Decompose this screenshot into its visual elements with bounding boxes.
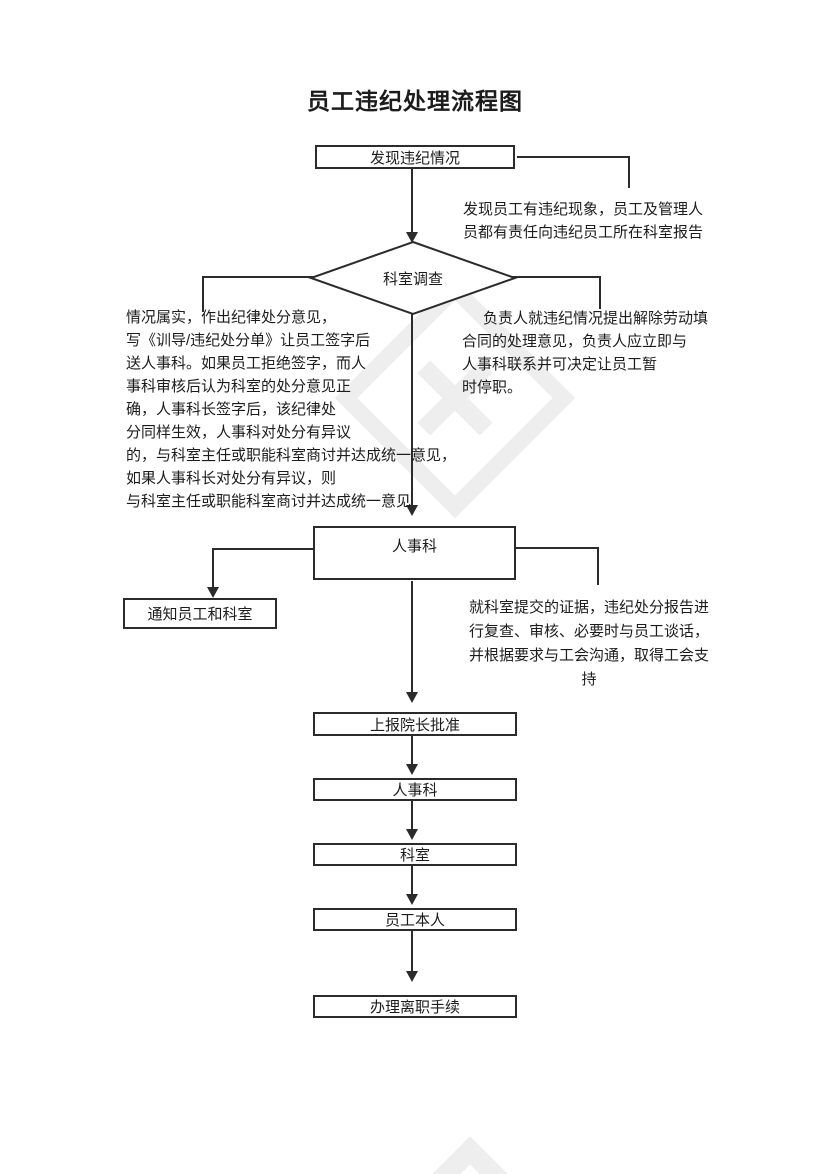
flow-arrow-line xyxy=(411,801,413,829)
flow-node-approve: 上报院长批准 xyxy=(313,712,517,736)
text-line: 写《训导/违纪处分单》让员工签字后 xyxy=(126,332,371,349)
flow-node-notify: 通知员工和科室 xyxy=(123,598,277,629)
flow-arrow-line xyxy=(411,581,413,692)
annotation-review: 就科室提交的证据，违纪处分报告进行复查、审核、必要时与员工谈话， 并根据要求与工会… xyxy=(458,596,720,692)
text-line: 员都有责任向违纪员工所在科室报告 xyxy=(463,224,704,241)
connector-line xyxy=(512,276,601,278)
arrow-down-icon xyxy=(207,587,219,598)
flow-arrow-line xyxy=(411,311,413,505)
arrow-down-icon xyxy=(406,894,418,905)
connector-line xyxy=(628,156,630,188)
flow-node-start: 发现违纪情况 xyxy=(315,145,515,169)
flow-arrow-line xyxy=(411,169,413,232)
connector-line xyxy=(516,547,599,549)
text-line: 送人事科。如果员工拒绝签字，而人 xyxy=(126,355,367,372)
text-line: 持 xyxy=(581,671,597,688)
decision-diamond xyxy=(308,240,518,316)
annotation-report: 发现员工有违纪现象，员工及管理人员都有责任向违纪员工所在科室报告 xyxy=(463,198,703,244)
flow-node-hr-second-label: 人事科 xyxy=(392,782,438,799)
flow-node-hr-main: 人事科 xyxy=(313,526,516,580)
arrow-down-icon xyxy=(406,505,418,516)
arrow-down-icon xyxy=(406,692,418,703)
text-line: 行复查、审核、必要时与员工谈话， xyxy=(468,623,709,640)
page-title: 员工违纪处理流程图 xyxy=(307,88,523,114)
flow-node-start-label: 发现违纪情况 xyxy=(369,149,460,167)
text-line: 的，与科室主任或职能科室商讨并达成统一意见， xyxy=(126,447,457,464)
flow-node-employee: 员工本人 xyxy=(313,908,517,931)
text-line: 负责人就违纪情况提出解除劳动填 xyxy=(483,310,709,327)
flow-node-employee-label: 员工本人 xyxy=(384,912,445,929)
flow-node-decision-label: 科室调查 xyxy=(382,271,443,288)
connector-line xyxy=(202,276,204,312)
arrow-down-icon xyxy=(406,764,418,775)
text-line: 事科审核后认为科室的处分意见正 xyxy=(126,378,352,395)
flow-node-resign: 办理离职手续 xyxy=(313,995,517,1018)
arrow-down-icon xyxy=(406,829,418,840)
annotation-discipline: 情况属实，作出纪律处分意见， 写《训导/违纪处分单》让员工签字后送人事科。如果员工… xyxy=(126,306,456,513)
flow-node-department-label: 科室 xyxy=(399,847,430,864)
annotation-suspend: 负责人就违纪情况提出解除劳动填合同的处理意见，负责人应立即与人事科联系并可决定让… xyxy=(462,307,708,399)
connector-line xyxy=(599,276,601,309)
arrow-down-icon xyxy=(406,971,418,982)
flow-arrow-line xyxy=(411,866,413,894)
flow-arrow-line xyxy=(212,548,214,588)
flow-arrow-line xyxy=(411,736,413,764)
connector-line xyxy=(213,548,313,550)
connector-line xyxy=(597,547,599,585)
arrow-down-icon xyxy=(406,232,418,243)
text-line: 并根据要求与工会沟通，取得工会支 xyxy=(468,647,709,664)
text-line: 如果人事科长对处分有异议，则 xyxy=(126,470,337,487)
flow-node-hr-second: 人事科 xyxy=(313,778,517,801)
text-line: 发现员工有违纪现象，员工及管理人 xyxy=(463,201,704,218)
text-line: 与科室主任或职能科室商讨并达成统一意见 xyxy=(126,493,412,510)
flow-node-resign-label: 办理离职手续 xyxy=(369,999,460,1016)
flow-node-department: 科室 xyxy=(313,843,517,866)
connector-line xyxy=(203,276,315,278)
connector-line xyxy=(517,156,630,158)
flow-node-approve-label: 上报院长批准 xyxy=(369,716,460,734)
text-line: 情况属实，作出纪律处分意见， xyxy=(126,309,337,326)
text-line: 人事科联系并可决定让员工暂 xyxy=(462,356,658,373)
flow-arrow-line xyxy=(411,931,413,971)
text-line: 合同的处理意见，负责人应立即与 xyxy=(462,333,688,350)
watermark-icon xyxy=(286,1136,654,1174)
text-line: 就科室提交的证据，违纪处分报告进 xyxy=(468,599,709,616)
text-line: 分同样生效，人事科对处分有异议 xyxy=(126,424,352,441)
text-line: 时停职。 xyxy=(462,379,523,396)
flow-node-notify-label: 通知员工和科室 xyxy=(147,606,253,623)
text-line: 确，人事科长签字后，该纪律处 xyxy=(126,401,337,418)
flow-node-hr-main-label: 人事科 xyxy=(391,538,437,555)
